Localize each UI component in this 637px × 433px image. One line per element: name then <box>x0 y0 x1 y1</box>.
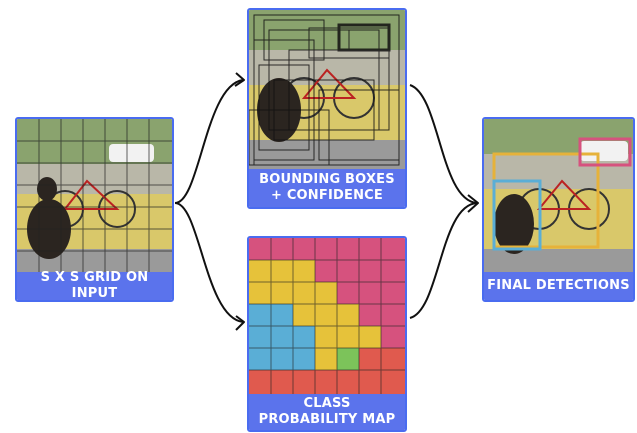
boxes-photo <box>249 10 405 170</box>
class-grid-overlay <box>249 238 405 394</box>
bounding-box-overlay <box>249 14 400 166</box>
detection-car-box <box>578 137 632 167</box>
input-caption-text: S X S GRID ON INPUT <box>40 270 149 301</box>
input-grid-panel: S X S GRID ON INPUT <box>15 117 174 302</box>
boxes-caption-line1: BOUNDING BOXES <box>259 172 395 187</box>
input-photo <box>17 119 172 274</box>
classmap-caption-line1: CLASS <box>303 396 351 411</box>
detections-caption: FINAL DETECTIONS <box>484 272 633 300</box>
classmap-caption: CLASS PROBABILITY MAP <box>249 394 405 430</box>
arrow-input-to-classmap <box>174 202 244 323</box>
input-caption: S X S GRID ON INPUT <box>17 270 172 301</box>
classmap-caption-line2: PROBABILITY MAP <box>258 412 396 427</box>
boxes-caption: BOUNDING BOXES + CONFIDENCE <box>249 169 405 207</box>
car-photo <box>109 144 154 162</box>
detection-dog-box <box>492 179 542 251</box>
arrow-input-to-boxes <box>174 79 244 204</box>
detections-caption-text: FINAL DETECTIONS <box>487 278 630 293</box>
detections-photo <box>484 119 633 274</box>
class-map <box>249 238 405 394</box>
grid-overlay <box>17 119 172 274</box>
bounding-boxes-panel: BOUNDING BOXES + CONFIDENCE <box>247 8 407 209</box>
class-probability-panel: CLASS PROBABILITY MAP <box>247 236 407 432</box>
arrow-classmap-to-detections <box>409 202 478 319</box>
boxes-caption-line2: + CONFIDENCE <box>271 188 383 203</box>
arrow-boxes-to-detections <box>409 84 478 204</box>
region-dining-table <box>249 370 405 394</box>
final-detections-panel: FINAL DETECTIONS <box>482 117 635 302</box>
region-dog <box>249 304 315 370</box>
